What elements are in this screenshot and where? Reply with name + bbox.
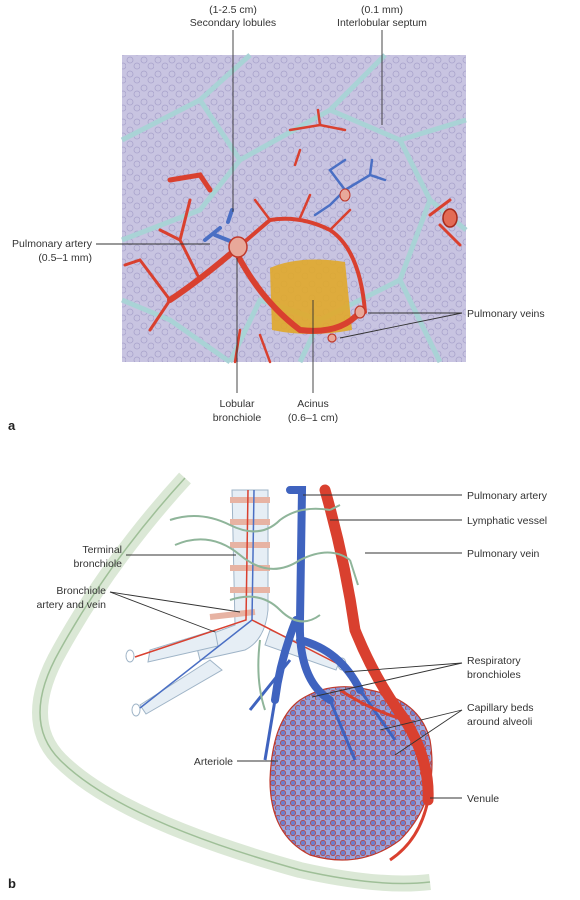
- label-septum-size: (0.1 mm): [361, 4, 403, 16]
- label-lymphatic-vessel: Lymphatic vessel: [467, 515, 547, 527]
- label-arteriole: Arteriole: [194, 756, 233, 768]
- label-secondary-lobules: Secondary lobules: [190, 17, 276, 29]
- label-pulmonary-veins: Pulmonary veins: [467, 308, 545, 320]
- label-pulmonary-artery-a: Pulmonary artery: [12, 238, 93, 250]
- bronchiole-tree: [203, 158, 387, 247]
- side-bronchiole-left: [147, 629, 219, 663]
- label-bronchiole-av-2: artery and vein: [37, 599, 107, 611]
- label-pulmonary-artery-size: (0.5–1 mm): [38, 252, 92, 264]
- label-lobular-bronchiole-2: bronchiole: [213, 412, 262, 424]
- terminal-bronchiole-shape: [194, 489, 269, 661]
- venule-branches: [339, 688, 430, 862]
- pulmonary-vein-end-1: [354, 305, 366, 319]
- label-venule: Venule: [467, 793, 499, 805]
- label-lobular-bronchiole-1: Lobular: [219, 398, 255, 410]
- bronchiole-cartilage-rings: [209, 497, 270, 620]
- bronchiole-end-lower: [131, 703, 141, 717]
- panel-letter-b: b: [8, 876, 16, 891]
- pleura-line: [39, 477, 431, 885]
- label-respiratory-bronchioles-2: bronchioles: [467, 669, 521, 681]
- panel-b-leader-lines: [109, 494, 463, 799]
- bronchiole-end-left: [125, 649, 135, 663]
- panel-b-illustration: [32, 472, 434, 892]
- alveoli-cluster: [269, 686, 433, 861]
- artery-cross-section: [228, 236, 248, 258]
- label-capillary-beds-1: Capillary beds: [467, 702, 534, 714]
- bronchiole-artery-vein: [134, 489, 339, 709]
- pulmonary-artery-vessel: [271, 486, 364, 704]
- pulmonary-artery-tree: [123, 108, 462, 364]
- vein-cross-section-right: [442, 208, 458, 228]
- small-artery-cross-section: [339, 188, 351, 202]
- panel-a-leader-lines: [96, 30, 463, 393]
- label-secondary-lobules-size: (1-2.5 cm): [209, 4, 257, 16]
- label-terminal-bronchiole-2: bronchiole: [74, 558, 123, 570]
- label-bronchiole-av-1: Bronchiole: [56, 585, 106, 597]
- panel-letter-a: a: [8, 418, 16, 433]
- side-bronchiole-lower: [139, 659, 223, 715]
- label-respiratory-bronchioles-1: Respiratory: [467, 655, 521, 667]
- lymphatic-network: [169, 504, 359, 711]
- panel-a-illustration: [120, 53, 468, 365]
- pulmonary-vein-end-2: [327, 333, 337, 343]
- label-acinus: Acinus: [297, 398, 329, 410]
- label-pulmonary-vein: Pulmonary vein: [467, 548, 540, 560]
- label-interlobular-septum: Interlobular septum: [337, 17, 427, 29]
- label-pulmonary-artery-b: Pulmonary artery: [467, 490, 548, 502]
- label-terminal-bronchiole-1: Terminal: [82, 544, 122, 556]
- label-capillary-beds-2: around alveoli: [467, 716, 532, 728]
- acinus-region: [270, 259, 352, 334]
- label-acinus-size: (0.6–1 cm): [288, 412, 338, 424]
- arteriole-branches: [248, 659, 397, 761]
